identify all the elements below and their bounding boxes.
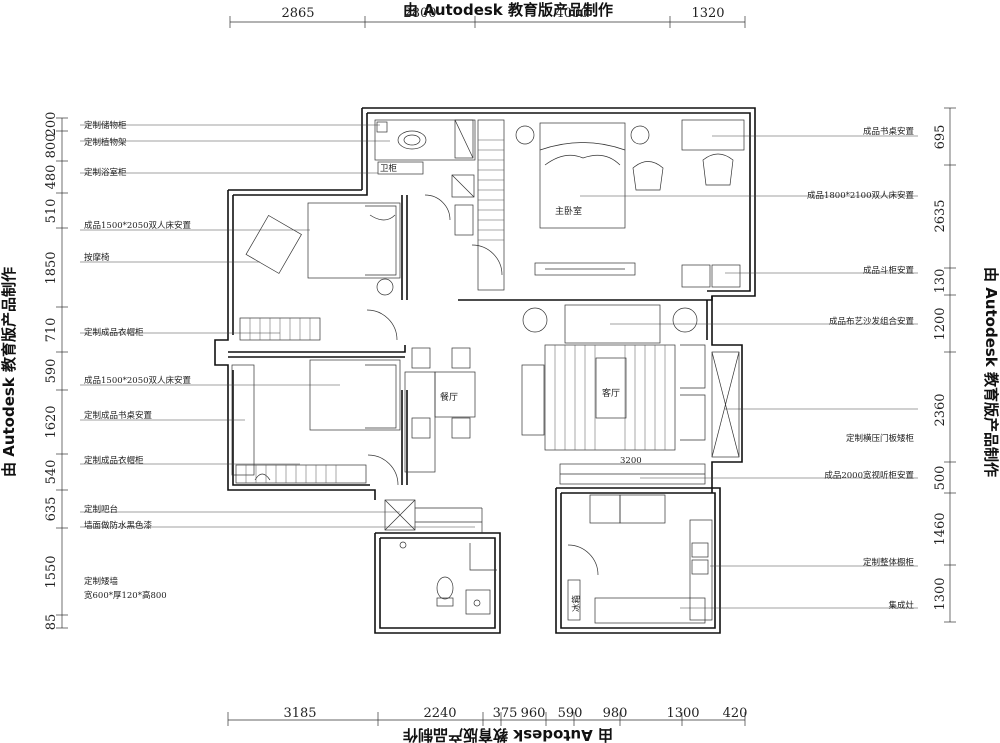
dim-left-10: 635 (44, 497, 59, 522)
room-dining: 餐厅 (440, 391, 458, 403)
dim-left-11: 1550 (44, 555, 59, 588)
watermark-left: 由 Autodesk 教育版产品制作 (0, 267, 18, 477)
upper-left-bedroom (239, 202, 401, 341)
watermark-bottom: 由 Autodesk 教育版产品制作 (403, 726, 613, 743)
labels-right: 成品书桌安置 成品1800*2100双人床安置 成品斗柜安置 成品布艺沙发组合安… (807, 126, 915, 611)
dim-right-1: 695 (933, 125, 948, 150)
dimension-right: 695 2635 130 1200 2360 500 1460 1300 (933, 107, 956, 623)
dim-bottom-4: 960 (521, 706, 546, 721)
label-left-3: 定制浴室柜 (84, 167, 127, 178)
label-right-4: 成品布艺沙发组合安置 (829, 316, 915, 327)
label-left-9: 定制成品衣帽柜 (84, 455, 144, 466)
cabinet-tag: 冰箱 (571, 594, 582, 612)
dimension-bottom: 3185 2240 375 960 590 980 1300 420 (227, 706, 748, 726)
dim-bottom-2: 2240 (423, 706, 456, 721)
inner-dim: 3200 (620, 456, 642, 466)
dim-top-2: 2800 (403, 6, 436, 21)
living-room: 3200 客厅 (521, 304, 740, 485)
label-left-13: 宽600*厚120*高800 (84, 590, 167, 601)
dim-bottom-1: 3185 (283, 706, 316, 721)
room-living: 客厅 (602, 387, 620, 399)
upper-bathroom: 卫柜 (374, 119, 476, 236)
dim-top-3: 4000 (555, 6, 588, 21)
dim-right-6: 500 (933, 466, 948, 491)
dim-left-6: 710 (44, 318, 59, 343)
watermark-top: 由 Autodesk 教育版产品制作 (403, 1, 613, 19)
watermark-right: 由 Autodesk 教育版产品制作 (982, 267, 1000, 477)
label-left-5: 按摩椅 (84, 252, 110, 263)
label-left-6: 定制成品衣帽柜 (84, 327, 144, 338)
dim-bottom-6: 980 (603, 706, 628, 721)
label-right-1: 成品书桌安置 (863, 126, 915, 137)
dim-right-5: 2360 (933, 393, 948, 426)
label-right-5: 定制横压门板矮柜 (846, 433, 915, 444)
label-right-2: 成品1800*2100双人床安置 (807, 190, 915, 201)
lower-left-bedroom (231, 359, 401, 486)
dim-left-1: 200 (44, 112, 59, 137)
dim-top-1: 2865 (281, 6, 314, 21)
dim-bottom-8: 420 (723, 706, 748, 721)
label-left-1: 定制储物柜 (84, 120, 127, 131)
dimension-top: 2865 2800 4000 1320 (229, 6, 746, 28)
dim-bottom-5: 590 (558, 706, 583, 721)
dim-right-3: 130 (933, 269, 948, 294)
dim-bottom-3: 375 (493, 706, 518, 721)
label-left-12: 定制矮墙 (84, 576, 119, 587)
label-left-10: 定制吧台 (84, 504, 118, 515)
label-left-4: 成品1500*2050双人床安置 (84, 220, 192, 231)
kitchen: 冰箱 (567, 494, 713, 624)
label-left-8: 定制成品书桌安置 (84, 410, 153, 421)
lower-bathroom (399, 541, 497, 615)
master-bedroom: 主卧室 (471, 119, 745, 291)
label-right-3: 成品斗柜安置 (863, 265, 915, 276)
dim-left-12: 85 (44, 614, 59, 631)
dim-bottom-7: 1300 (666, 706, 699, 721)
dining-area: 餐厅 (404, 347, 476, 473)
label-left-2: 定制植物架 (84, 137, 127, 148)
walls (214, 107, 756, 634)
dimension-left: 200 800 480 510 1850 710 590 1620 540 63… (44, 112, 68, 631)
small-label: 卫柜 (380, 163, 398, 174)
dim-left-8: 1620 (44, 405, 59, 438)
leaders-right (580, 135, 918, 609)
labels-left: 定制储物柜 定制植物架 定制浴室柜 成品1500*2050双人床安置 按摩椅 定… (84, 120, 192, 601)
label-left-7: 成品1500*2050双人床安置 (84, 375, 192, 386)
label-left-11: 墙面做防水黑色漆 (84, 520, 153, 531)
dim-left-7: 590 (44, 359, 59, 384)
dim-right-4: 1200 (933, 307, 948, 340)
dim-left-2: 800 (44, 134, 59, 159)
dim-left-9: 540 (44, 460, 59, 485)
dim-left-5: 1850 (44, 251, 59, 284)
dim-right-7: 1460 (933, 512, 948, 545)
dim-right-8: 1300 (933, 577, 948, 610)
leaders-left (80, 124, 475, 528)
label-right-7: 定制整体橱柜 (863, 557, 915, 568)
dim-right-2: 2635 (933, 199, 948, 232)
dim-left-3: 480 (44, 165, 59, 190)
label-right-8: 集成灶 (888, 600, 914, 611)
dim-top-4: 1320 (691, 6, 724, 21)
room-master: 主卧室 (555, 205, 582, 217)
dim-left-4: 510 (44, 199, 59, 224)
label-right-6: 成品2000宽视听柜安置 (824, 470, 914, 481)
